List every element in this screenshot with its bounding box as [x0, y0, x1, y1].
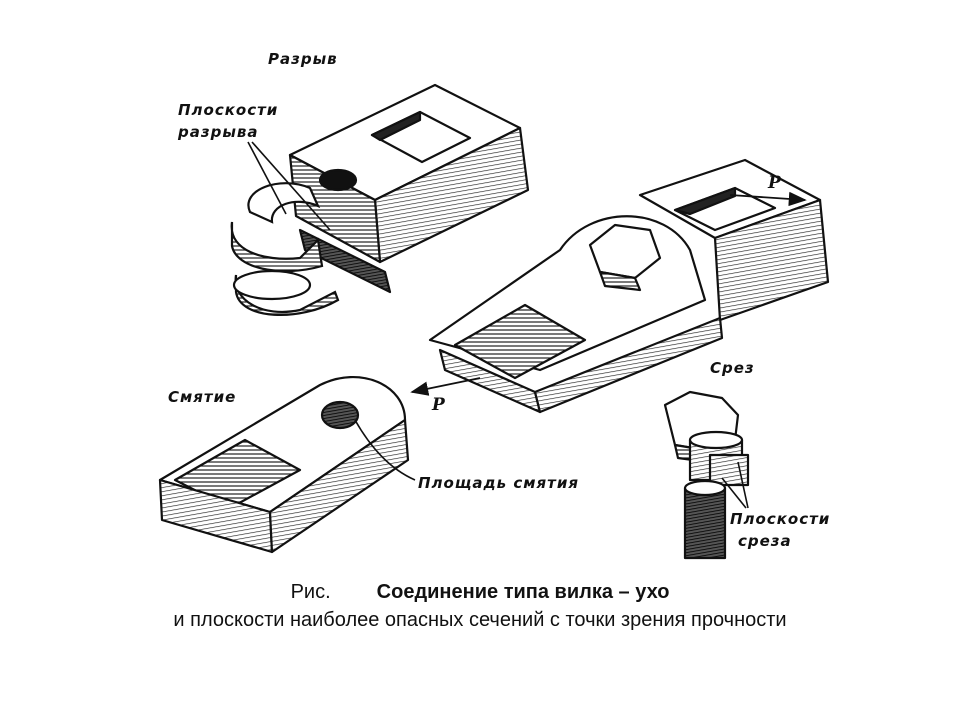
- figure-caption-title-text: Соединение типа вилка – ухо: [376, 581, 670, 603]
- shear-label: Срез: [710, 359, 755, 377]
- rupture-planes-label-line1: Плоскости: [178, 101, 278, 119]
- shear-planes-label-line1: Плоскости: [730, 510, 830, 528]
- shear-planes-label-line2: среза: [738, 532, 792, 550]
- rupture-fork-part: [288, 83, 530, 294]
- force-label-right: P: [767, 173, 782, 193]
- rupture-planes-label-line2: разрыва: [177, 123, 259, 141]
- assembled-fork-part: [638, 158, 830, 322]
- crushing-area-label: Площадь смятия: [418, 474, 579, 492]
- figure-caption-title: Рис. Соединение типа вилка – ухо: [0, 581, 960, 604]
- shear-bolt: [663, 390, 750, 560]
- crushing-label: Смятие: [168, 388, 236, 406]
- crushing-area-leader-line: [354, 419, 416, 481]
- force-label-left: P: [431, 395, 446, 415]
- rupture-planes-leader-lines: [247, 141, 331, 231]
- force-arrows: [410, 191, 807, 396]
- figure-caption-prefix: Рис.: [290, 581, 331, 603]
- rupture-eye-part: [230, 182, 340, 316]
- rupture-label: Разрыв: [268, 50, 338, 68]
- crushing-eye-part: [158, 376, 410, 554]
- figure-caption-subtitle: и плоскости наиболее опасных сечений с т…: [173, 609, 787, 631]
- shear-planes-leader-lines: [721, 461, 749, 509]
- assembled-eye-part: [428, 215, 724, 414]
